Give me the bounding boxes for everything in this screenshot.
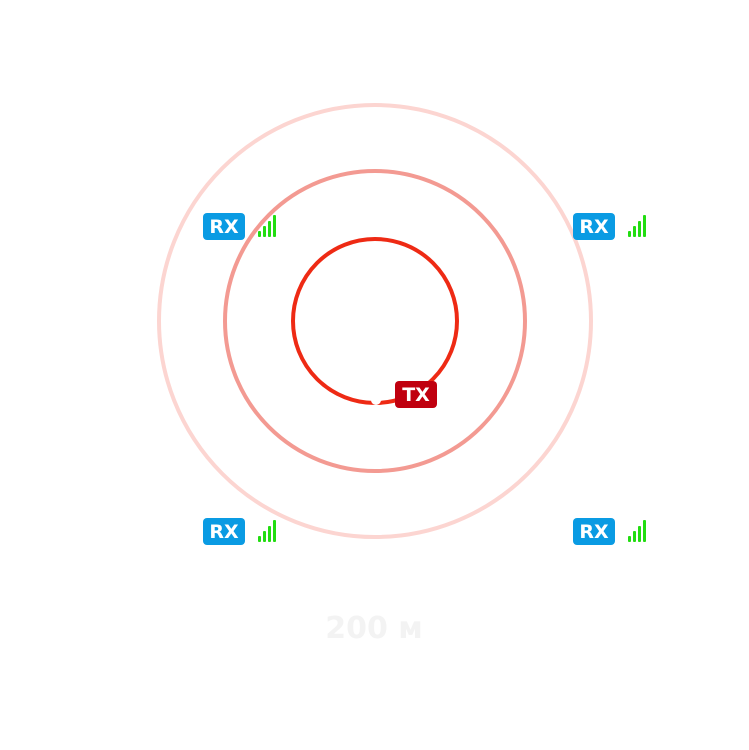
rx-badge-label: RX [209, 521, 239, 543]
rx-badge-label: RX [209, 216, 239, 238]
signal-strength-icon [258, 215, 276, 237]
tx-badge-label: TX [402, 384, 430, 406]
signal-strength-icon [628, 215, 646, 237]
distance-label: 200 м [325, 611, 423, 646]
tx-badge: TX [395, 381, 437, 408]
receiver-bottom-left: RX [203, 518, 276, 545]
signal-strength-icon [628, 520, 646, 542]
rx-badge-label: RX [579, 216, 609, 238]
range-ring-middle [223, 169, 527, 473]
range-ring-inner [291, 237, 459, 405]
receiver-top-left: RX [203, 213, 276, 240]
transmitter-dot-icon [371, 395, 381, 405]
receiver-bottom-right: RX [573, 518, 646, 545]
signal-strength-icon [258, 520, 276, 542]
rx-badge-label: RX [579, 521, 609, 543]
range-ring-outer [157, 103, 593, 539]
receiver-top-right: RX [573, 213, 646, 240]
